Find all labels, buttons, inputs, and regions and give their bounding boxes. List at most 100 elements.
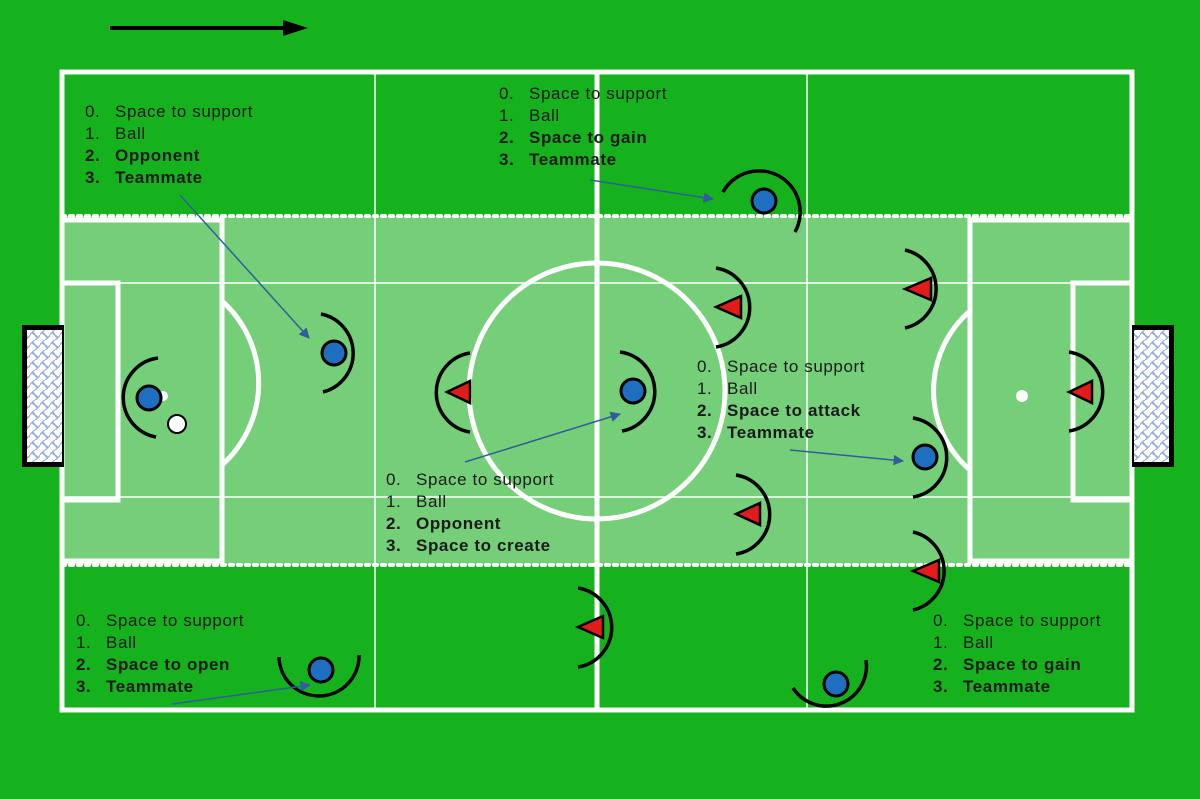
note-item: 0. Space to support (386, 469, 554, 491)
note-item-text: Ball (416, 492, 447, 511)
pointer-arrow-top-left (179, 194, 310, 339)
right-goal (1132, 325, 1174, 467)
note-item-number: 3. (76, 677, 92, 696)
note-item-number: 0. (499, 84, 515, 103)
note-item-number: 1. (76, 633, 92, 652)
note-item-text: Opponent (115, 146, 201, 165)
note-item: 0. Space to support (499, 83, 667, 105)
note-item: 1. Ball (697, 378, 865, 400)
note-bottom-right: 0. Space to support 1. Ball 2. Space to gain 3… (933, 610, 1101, 698)
red-player-upper-mid (712, 266, 752, 349)
left-goal (22, 325, 64, 467)
note-item-number: 3. (499, 150, 515, 169)
note-item-text: Space to support (963, 611, 1102, 630)
red-player-bottom (574, 586, 614, 669)
note-item-number: 1. (386, 492, 402, 511)
note-item: 2. Space to gain (933, 654, 1101, 676)
note-item-text: Teammate (115, 168, 203, 187)
note-item-text: Space to support (727, 357, 866, 376)
note-item: 0. Space to support (76, 610, 244, 632)
note-item-number: 0. (85, 102, 101, 121)
blue-player-bottom-left-wing (277, 654, 361, 698)
note-item: 3. Teammate (933, 676, 1101, 698)
right-penalty-arc (931, 309, 972, 472)
ball (167, 414, 187, 434)
note-item-text: Teammate (963, 677, 1051, 696)
note-item-text: Space to attack (727, 401, 861, 420)
note-item: 2. Space to attack (697, 400, 865, 422)
note-item-text: Space to support (115, 102, 254, 121)
note-item-number: 3. (85, 168, 101, 187)
note-item-number: 3. (933, 677, 949, 696)
note-item-text: Teammate (727, 423, 815, 442)
note-item-number: 2. (76, 655, 92, 674)
pointer-arrow-center (464, 411, 622, 463)
note-item-number: 1. (85, 124, 101, 143)
pointer-arrow-center-right (789, 449, 905, 466)
red-player-lower-right (909, 530, 946, 612)
attack-direction-arrow (110, 20, 308, 36)
note-item-text: Space to open (106, 655, 230, 674)
note-center: 0. Space to support 1. Ball 2. Opponent 3.Spac… (386, 469, 554, 557)
note-item-number: 0. (76, 611, 92, 630)
note-item-text: Ball (115, 124, 146, 143)
pointer-arrow-bottom-left (171, 681, 312, 705)
note-item-text: Ball (727, 379, 758, 398)
note-item: 2. Opponent (386, 513, 554, 535)
note-item-text: Space to create (416, 536, 551, 555)
note-item-text: Ball (963, 633, 994, 652)
note-item: 3. Teammate (76, 676, 244, 698)
note-item: 1. Ball (933, 632, 1101, 654)
note-item: 3. Teammate (85, 167, 253, 189)
note-item: 2. Space to open (76, 654, 244, 676)
note-item-text: Teammate (106, 677, 194, 696)
note-item: 0. Space to support (85, 101, 253, 123)
note-item-text: Space to support (106, 611, 245, 630)
note-item-number: 2. (697, 401, 713, 420)
note-item: 1. Ball (499, 105, 667, 127)
note-item-number: 2. (85, 146, 101, 165)
note-item: 1. Ball (76, 632, 244, 654)
note-item-number: 0. (933, 611, 949, 630)
note-item: 3.Space to create (386, 535, 554, 557)
note-item-text: Ball (106, 633, 137, 652)
note-item: 0.Space to support (697, 356, 865, 378)
note-item-text: Opponent (416, 514, 502, 533)
note-item-text: Space to support (529, 84, 668, 103)
note-item-text: Ball (529, 106, 560, 125)
right-penalty-spot (1016, 390, 1028, 402)
red-player-upper-right (901, 248, 938, 330)
note-item: 2. Opponent (85, 145, 253, 167)
note-item-text: Teammate (529, 150, 617, 169)
note-item-number: 1. (933, 633, 949, 652)
note-item: 3. Teammate (499, 149, 667, 171)
note-item: 0. Space to support (933, 610, 1101, 632)
note-item-number: 2. (933, 655, 949, 674)
note-item-text: Space to support (416, 470, 555, 489)
red-player-left (434, 351, 472, 434)
note-item: 3.Teammate (697, 422, 865, 444)
blue-player-center (619, 350, 657, 433)
note-item: 1. Ball (386, 491, 554, 513)
note-item-number: 1. (697, 379, 713, 398)
blue-player-bottom-right-wing (791, 659, 869, 708)
blue-player-left-mid (320, 312, 355, 394)
note-item-number: 2. (499, 128, 515, 147)
note-item-number: 1. (499, 106, 515, 125)
note-item-text: Space to gain (963, 655, 1082, 674)
note-top-left: 0. Space to support 1. Ball 2. Opponent 3. Team… (85, 101, 253, 189)
note-item: 1. Ball (85, 123, 253, 145)
blue-player-goalkeeper (121, 356, 163, 439)
pointer-arrow-top-center (589, 179, 715, 203)
red-player-lower-mid (732, 473, 772, 556)
left-penalty-arc (220, 299, 262, 467)
blue-player-right-attacker (911, 416, 949, 499)
note-item-number: 2. (386, 514, 402, 533)
annotation-arrows (171, 179, 905, 705)
red-player-goalkeeper (1066, 350, 1105, 433)
note-bottom-left: 0. Space to support 1. Ball 2. Space to open 3… (76, 610, 244, 698)
note-item-number: 0. (386, 470, 402, 489)
